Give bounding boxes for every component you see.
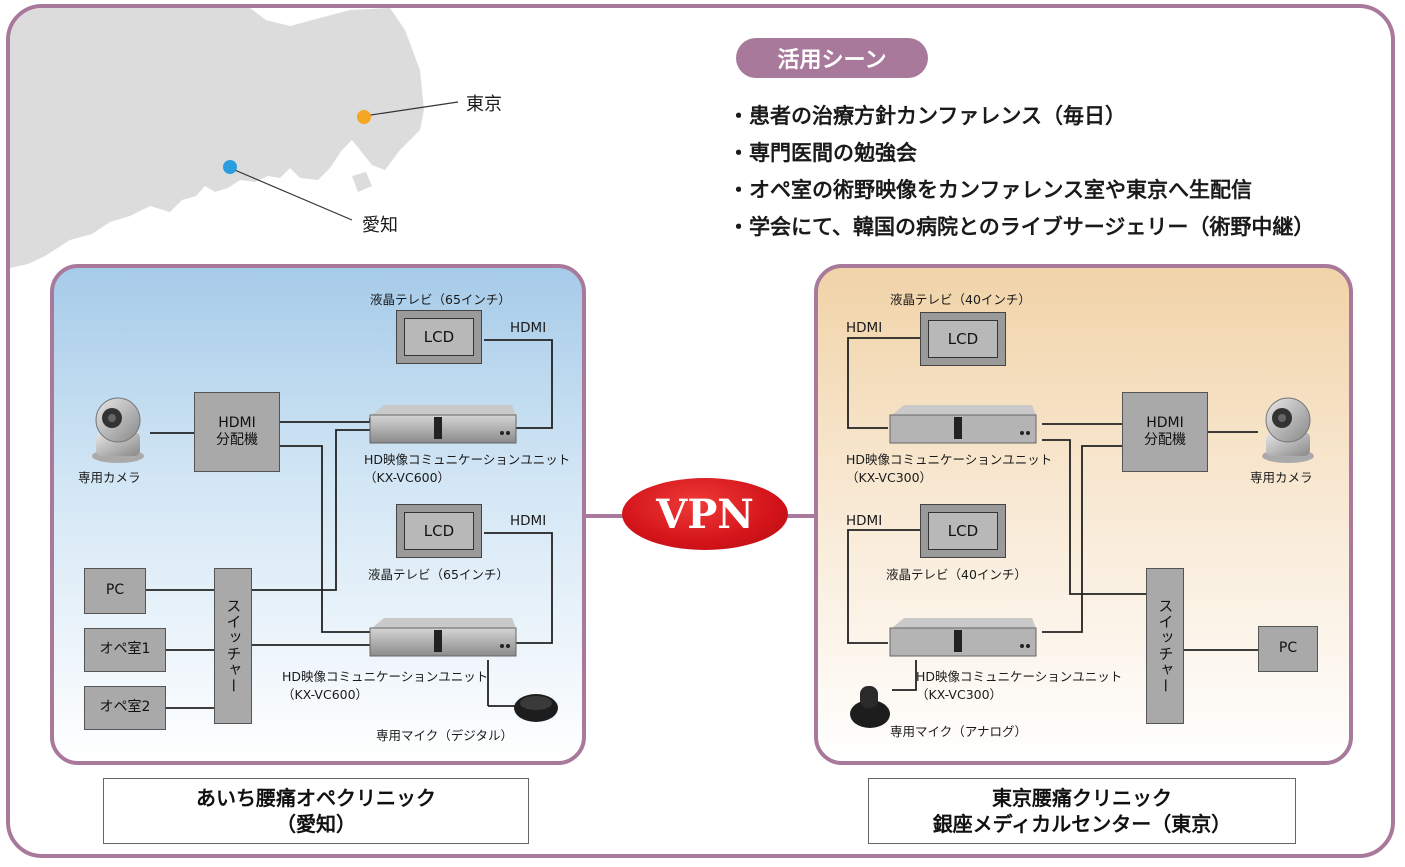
tokyo-caption-line1: 東京腰痛クリニック [992, 786, 1172, 810]
aichi-lcd-bottom: LCD [396, 504, 482, 558]
scene-item: ・患者の治療方針カンファレンス（毎日） [728, 104, 1126, 128]
aichi-unit-bottom-model: （KX-VC600） [282, 687, 369, 702]
tokyo-lcd-bottom: LCD [920, 504, 1006, 558]
vpn-badge: VPN [622, 478, 788, 550]
aichi-hdmi-bottom-label: HDMI [510, 513, 547, 529]
tokyo-tv-top-label: 液晶テレビ（40インチ） [890, 292, 1031, 307]
aichi-label: 愛知 [362, 215, 398, 236]
aichi-or1-box: オペ室1 [84, 628, 166, 672]
aichi-caption-line2: （愛知） [276, 812, 356, 836]
aichi-dot [223, 160, 237, 174]
aichi-hdmi-splitter: HDMI 分配機 [194, 392, 280, 472]
tokyo-unit-bottom-model: （KX-VC300） [916, 687, 1003, 702]
aichi-unit-top-name: HD映像コミュニケーションユニット [364, 452, 571, 467]
scene-item: ・専門医間の勉強会 [728, 141, 917, 165]
aichi-lcd-top-screen: LCD [404, 318, 474, 356]
tokyo-unit-top-model: （KX-VC300） [846, 470, 933, 485]
tokyo-wiring [847, 337, 1258, 691]
tokyo-switcher: スイッチャー [1146, 568, 1184, 724]
aichi-camera-label: 専用カメラ [78, 470, 141, 485]
aichi-site-panel [50, 264, 586, 765]
tokyo-mic-icon [850, 686, 890, 728]
tokyo-mic-label: 専用マイク（アナログ） [890, 724, 1028, 739]
tokyo-hdmi-splitter: HDMI 分配機 [1122, 392, 1208, 472]
aichi-wiring [146, 339, 553, 709]
aichi-lcd-bottom-screen: LCD [404, 512, 474, 550]
usage-scenes-badge: 活用シーン [736, 38, 928, 78]
tokyo-comm-unit-top-icon [889, 405, 1037, 444]
aichi-mic-label: 専用マイク（デジタル） [376, 728, 514, 743]
tokyo-site-caption: 東京腰痛クリニック 銀座メディカルセンター（東京） [868, 778, 1296, 844]
aichi-tv-top-label: 液晶テレビ（65インチ） [370, 292, 511, 307]
aichi-mic-icon [514, 694, 558, 722]
tokyo-label: 東京 [466, 94, 502, 115]
aichi-lcd-top: LCD [396, 310, 482, 364]
aichi-comm-unit-top-icon [369, 405, 517, 444]
tokyo-dot [357, 110, 371, 124]
aichi-camera-icon [92, 397, 144, 463]
tokyo-hdmi-top-label: HDMI [846, 320, 883, 336]
tokyo-hdmi-bottom-label: HDMI [846, 513, 883, 529]
scene-item: ・学会にて、韓国の病院とのライブサージェリー（術野中継） [728, 215, 1315, 239]
tokyo-tv-bottom-label: 液晶テレビ（40インチ） [886, 567, 1027, 582]
aichi-pc-box: PC [84, 568, 146, 614]
tokyo-unit-bottom-name: HD映像コミュニケーションユニット [916, 669, 1123, 684]
tokyo-camera-label: 専用カメラ [1250, 470, 1313, 485]
tokyo-lcd-top-screen: LCD [928, 320, 998, 358]
aichi-caption-line1: あいち腰痛オペクリニック [196, 786, 436, 810]
aichi-unit-top-model: （KX-VC600） [364, 470, 451, 485]
tokyo-site-panel [814, 264, 1353, 765]
tokyo-comm-unit-bottom-icon [889, 618, 1037, 657]
scene-item: ・オペ室の術野映像をカンファレンス室や東京へ生配信 [728, 178, 1252, 202]
aichi-site-caption: あいち腰痛オペクリニック （愛知） [103, 778, 529, 844]
aichi-unit-bottom-name: HD映像コミュニケーションユニット [282, 669, 489, 684]
japan-map [10, 8, 459, 268]
aichi-switcher: スイッチャー [214, 568, 252, 724]
tokyo-pc-box: PC [1258, 626, 1318, 672]
aichi-or2-box: オペ室2 [84, 686, 166, 730]
aichi-tv-bottom-label: 液晶テレビ（65インチ） [368, 567, 509, 582]
tokyo-lcd-top: LCD [920, 312, 1006, 366]
tokyo-lcd-bottom-screen: LCD [928, 512, 998, 550]
tokyo-unit-top-name: HD映像コミュニケーションユニット [846, 452, 1053, 467]
aichi-hdmi-top-label: HDMI [510, 320, 547, 336]
aichi-comm-unit-bottom-icon [369, 618, 517, 657]
tokyo-camera-icon [1262, 397, 1314, 463]
tokyo-caption-line2: 銀座メディカルセンター（東京） [932, 812, 1232, 836]
